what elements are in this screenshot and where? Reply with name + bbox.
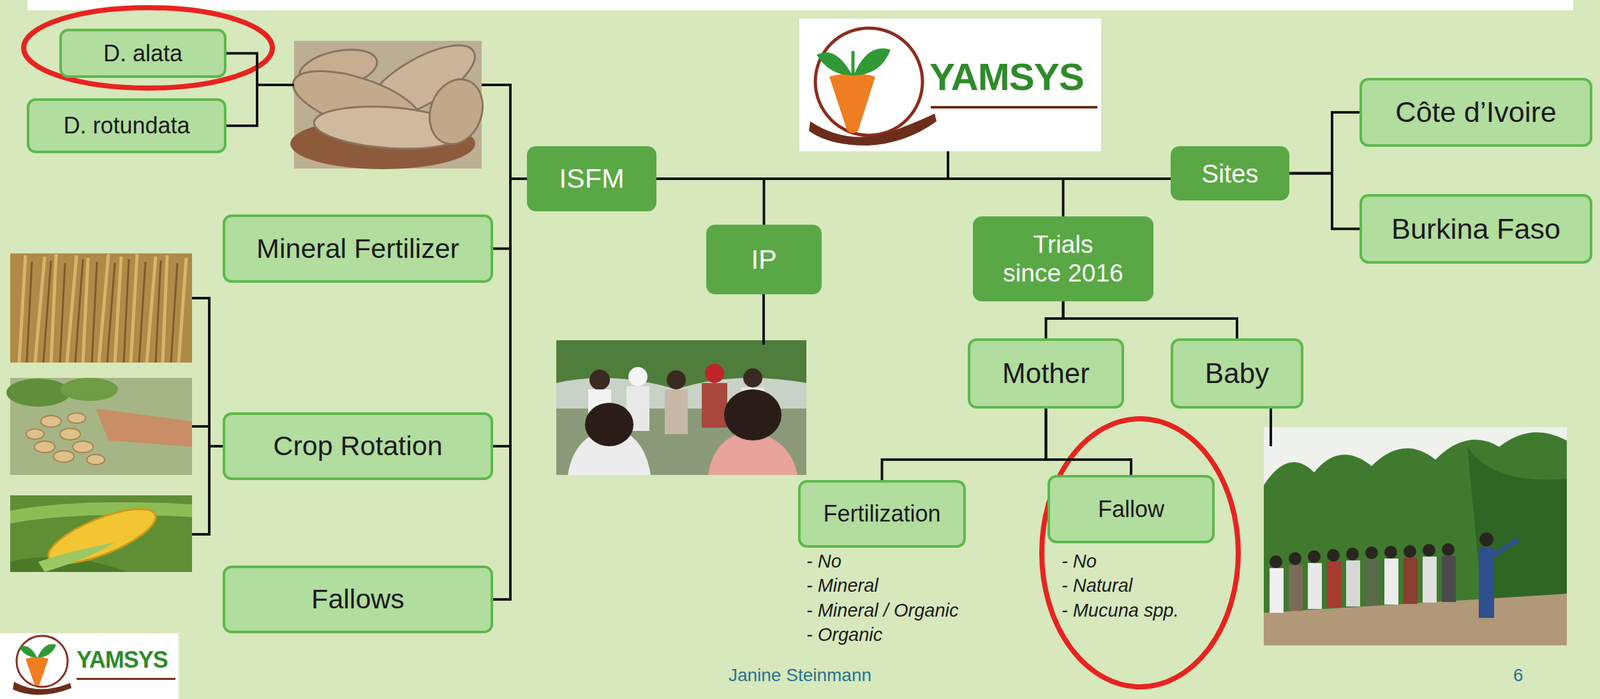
node-label: Mother [1002,357,1090,390]
node-label: Burkina Faso [1391,212,1561,246]
field-photo [1263,426,1567,645]
connector [1046,301,1064,339]
item-box: Crop Rotation [222,412,494,480]
connector [656,178,1064,217]
item-box: Burkina Faso [1359,193,1593,264]
leader-line [192,84,1271,534]
node-label: ISFM [558,162,625,194]
node-label: Fallows [311,583,405,615]
peanut-photo [6,377,193,475]
page-number: 6 [1513,665,1524,686]
item-box: Mother [967,338,1125,409]
node-label: Sites [1201,158,1259,189]
logo-text: YAMSYS [76,646,168,673]
logo [0,632,179,699]
item-box: D. alata [59,28,227,78]
node-label: Côte d’Ivoire [1395,95,1557,129]
list-item: - Organic [806,624,883,645]
highlight-ellipse [23,7,273,89]
list-item: - No [806,551,842,572]
connector [1063,301,1238,339]
list-item: - No [1061,551,1097,572]
connector [882,408,1047,480]
rice-photo [10,253,193,363]
node-label: since 2016 [1002,259,1124,288]
footer-author: Janine Steinmann [728,665,872,686]
yam-photo [285,31,492,170]
item-box: Côte d’Ivoire [1359,77,1593,147]
list-item: - Natural [1061,575,1133,596]
node-label: Mineral Fertilizer [256,232,460,265]
node-label: D. alata [103,40,183,67]
category-box: Sites [1170,146,1290,201]
node-label: Fallow [1097,495,1165,522]
connector [1289,173,1360,230]
corn-photo [10,495,193,575]
category-box: Trialssince 2016 [972,216,1154,302]
item-box: Fallow [1047,474,1215,543]
logo-text: YAMSYS [929,56,1084,99]
group-photo [556,340,807,475]
list-item: - Mineral / Organic [806,600,959,621]
item-box: D. rotundata [26,98,227,154]
category-box: ISFM [526,146,657,212]
top-strip [27,0,1574,11]
connector [1046,408,1132,475]
list-item: - Mucuna spp. [1061,600,1179,621]
connector [656,178,765,225]
item-box: Baby [1170,338,1304,409]
category-box: IP [706,224,822,295]
node-label: Baby [1205,357,1269,390]
node-label: Trials [1033,230,1094,260]
item-box: Mineral Fertilizer [222,214,494,283]
item-box: Fallows [222,565,494,633]
connector [1289,112,1360,174]
node-label: Crop Rotation [273,429,443,462]
node-label: D. rotundata [63,112,190,139]
connector [493,178,527,600]
list-item: - Mineral [806,575,879,596]
connector [226,53,258,127]
connector [656,177,1171,180]
item-box: Fertilization [798,479,966,548]
node-label: Fertilization [822,500,941,527]
logo [799,18,1102,152]
node-label: IP [750,243,778,275]
